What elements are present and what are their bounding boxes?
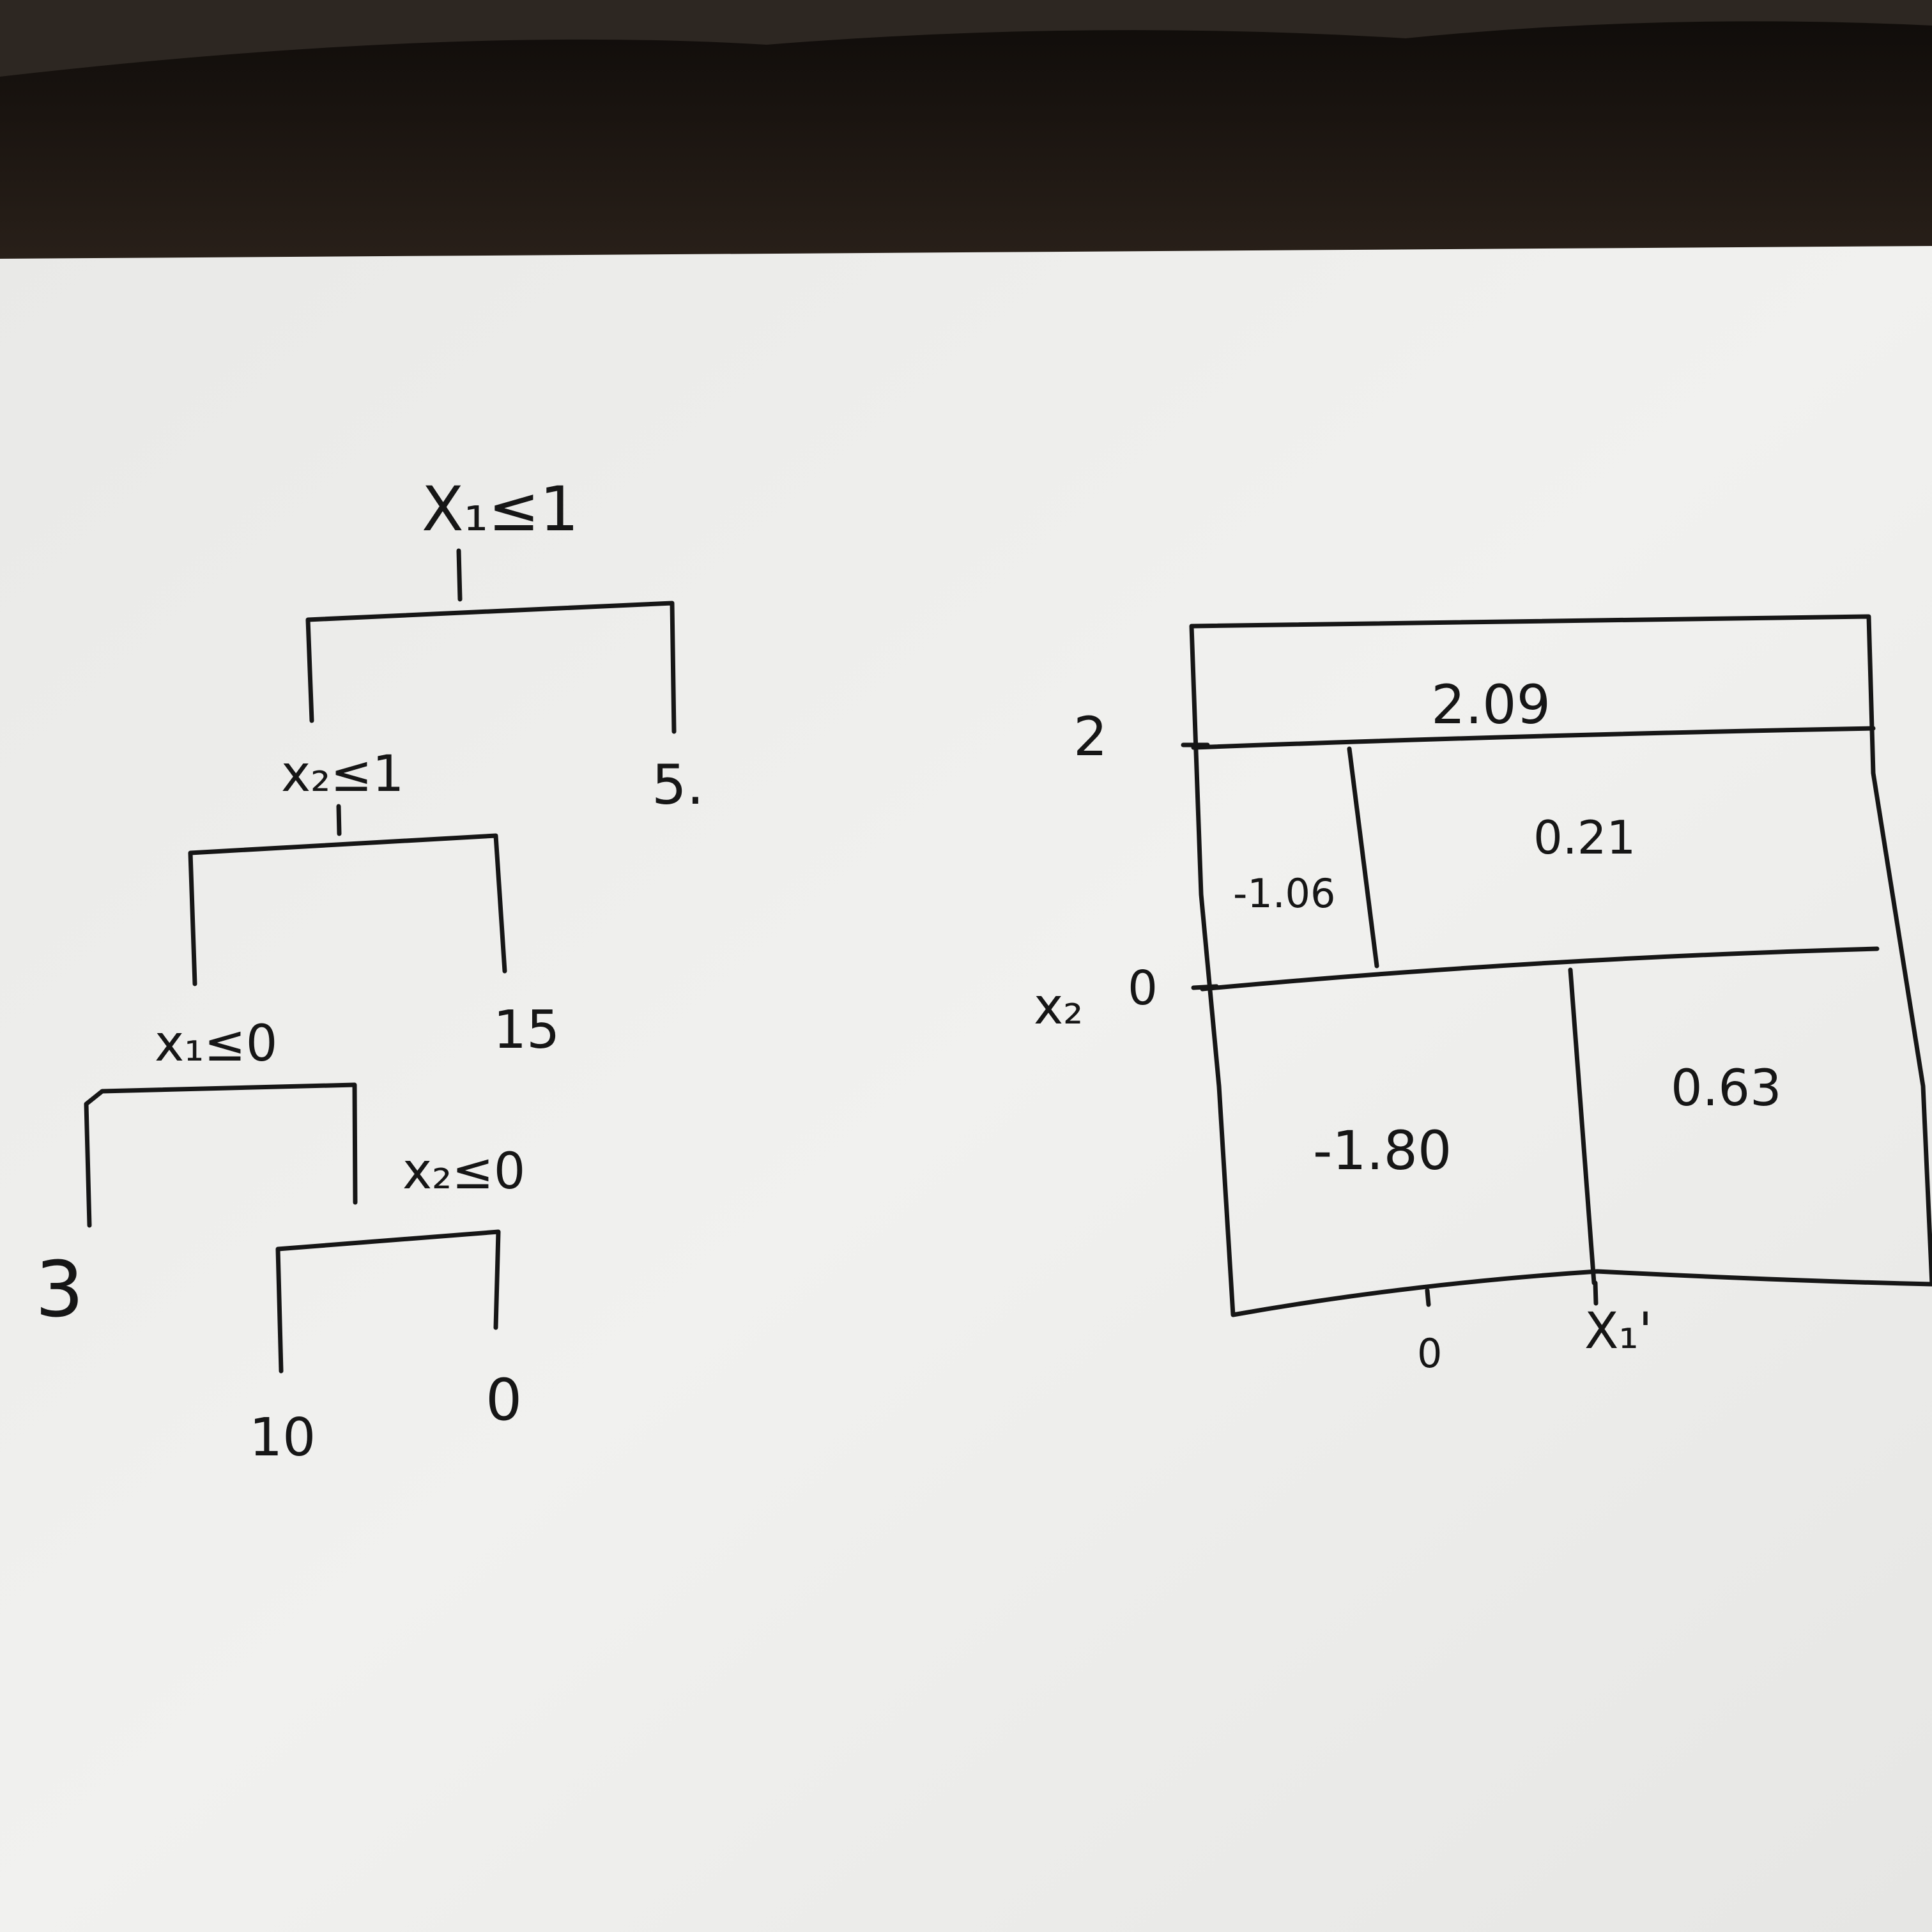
root-bracket xyxy=(305,601,677,734)
x1-le-0-bracket xyxy=(84,1082,358,1228)
tree-split-x2-le-1: x₂≤1 xyxy=(281,746,404,803)
region-value-bottom-right: 0.63 xyxy=(1671,1060,1782,1117)
tree-leaf-3: 3 xyxy=(35,1246,84,1335)
region-value-bottom-left: -1.80 xyxy=(1313,1119,1452,1182)
region-value-middle-left: -1.06 xyxy=(1233,870,1335,917)
fabric-edge xyxy=(0,0,1932,77)
y-tick-label-2: 2 xyxy=(1073,705,1107,768)
split-line-x2-2 xyxy=(1191,726,1876,750)
split-line-x1-0-upper xyxy=(1347,746,1379,969)
x2-le-1-bracket xyxy=(188,833,507,986)
tree-split-x2-le-0: x₂≤0 xyxy=(402,1143,525,1200)
x-tick-label-0: 0 xyxy=(1417,1330,1442,1377)
x-axis-label: X₁' xyxy=(1584,1303,1652,1360)
tree-leaf-5: 5. xyxy=(652,753,704,817)
y-tick-label-0: 0 xyxy=(1128,961,1158,1016)
x-tick-1 xyxy=(1593,1280,1598,1306)
tree-root-split: X₁≤1 xyxy=(422,473,579,545)
partition-plot: 2.09 -1.06 0.21 -1.80 0.63 2 x₂ 0 0 X₁' xyxy=(1034,614,1932,1377)
decision-tree: X₁≤1 x₂≤1 5. x₁≤0 15 3 x₂≤0 10 0 xyxy=(35,473,704,1468)
plot-border xyxy=(1189,614,1932,1317)
region-value-top: 2.09 xyxy=(1431,673,1551,736)
y-tick-0 xyxy=(1191,984,1219,990)
y-axis-label: x₂ xyxy=(1034,978,1083,1036)
paper-sheet xyxy=(0,246,1932,1932)
split-line-x1-1-lower xyxy=(1568,967,1597,1285)
region-value-middle-right: 0.21 xyxy=(1533,811,1636,864)
x-tick-0 xyxy=(1425,1288,1431,1307)
split-line-x2-0 xyxy=(1200,946,1880,992)
root-stem xyxy=(456,548,463,602)
tree-leaf-15: 15 xyxy=(493,1000,560,1061)
tree-leaf-0: 0 xyxy=(486,1367,522,1434)
tree-leaf-10: 10 xyxy=(249,1407,316,1468)
tree-split-x1-le-0: x₁≤0 xyxy=(155,1015,277,1073)
x2-le-0-bracket xyxy=(275,1229,501,1374)
